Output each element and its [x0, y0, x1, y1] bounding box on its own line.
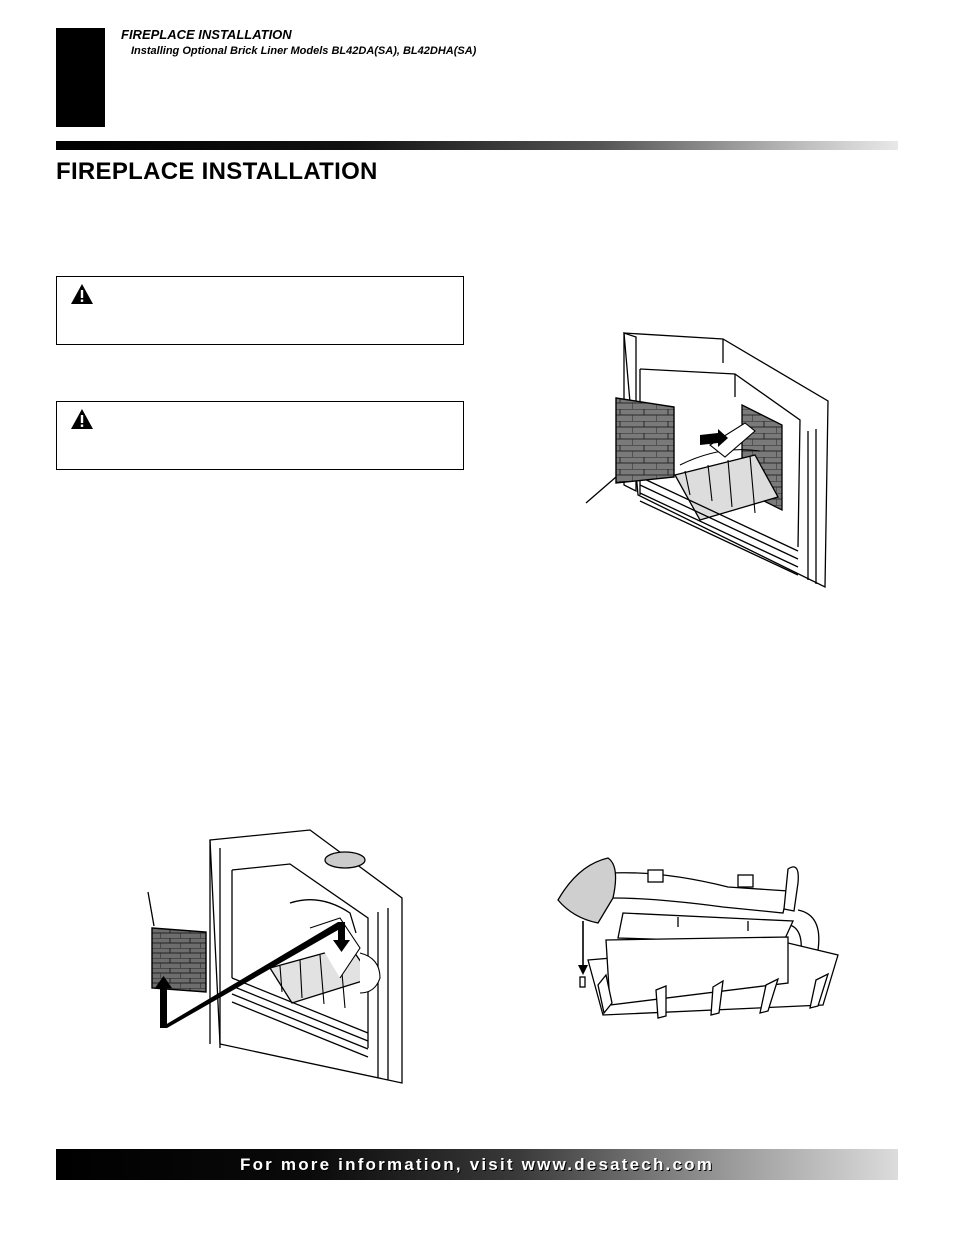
page-title: FIREPLACE INSTALLATION [56, 158, 378, 185]
warning-triangle-icon [71, 284, 93, 304]
section-tab [56, 28, 105, 127]
header-subsection-title: Installing Optional Brick Liner Models B… [131, 45, 477, 57]
arrow-icon [700, 429, 728, 447]
warning-triangle-icon [71, 409, 93, 429]
warning-box [56, 401, 464, 470]
figure-rear-brick-panel [147, 829, 403, 1084]
header-section-title: FIREPLACE INSTALLATION [121, 27, 292, 42]
arrow-icon [578, 921, 588, 975]
warning-box [56, 276, 464, 345]
figure-side-brick-panel [585, 332, 829, 589]
header-rule [56, 141, 898, 150]
arrow-icon [155, 922, 350, 1028]
footer-bar: For more information, visit www.desatech… [56, 1149, 898, 1180]
figure-log-placement [557, 857, 839, 1019]
footer-website-text: For more information, visit www.desatech… [239, 1155, 715, 1174]
